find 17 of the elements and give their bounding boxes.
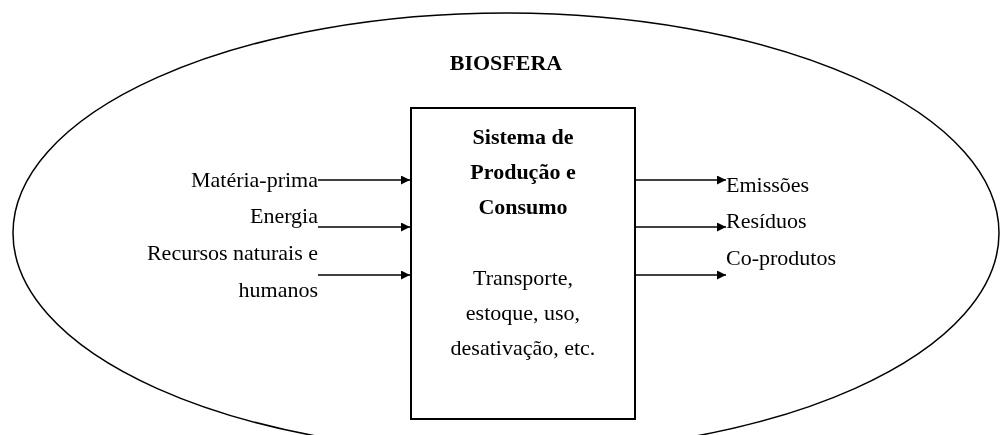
input-label: Energia <box>112 202 318 230</box>
arrow <box>317 270 411 280</box>
arrow <box>635 270 727 280</box>
arrow <box>317 222 411 232</box>
input-label: Recursos naturais e humanos <box>118 234 318 308</box>
ellipse-title: BIOSFERA <box>449 50 563 76</box>
box-heading: Sistema de Produção e Consumo <box>469 123 577 221</box>
output-label: Co-produtos <box>726 244 916 272</box>
process-box <box>410 107 636 420</box>
box-description: Transporte, estoque, uso, desativação, etc. <box>449 264 597 362</box>
arrow <box>635 222 727 232</box>
input-label: Matéria-prima <box>112 166 318 194</box>
arrow <box>317 175 411 185</box>
output-label: Emissões <box>726 171 916 199</box>
arrow <box>635 175 727 185</box>
output-label: Resíduos <box>726 207 916 235</box>
ellipse-boundary <box>12 12 1000 435</box>
